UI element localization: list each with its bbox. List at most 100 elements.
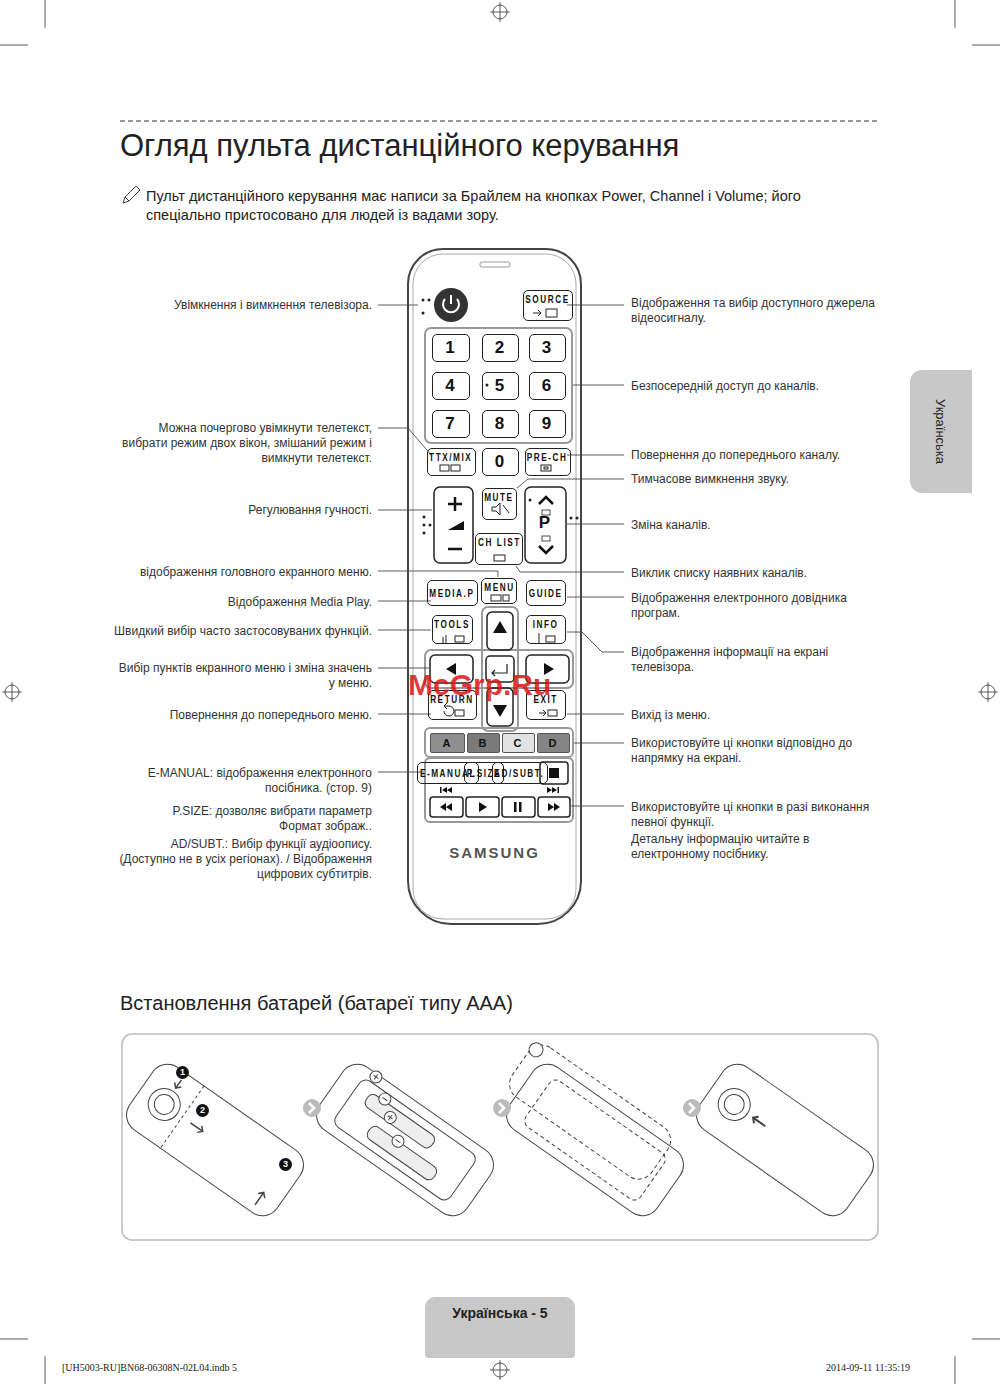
rect-shape [549,768,559,778]
g-shape [689,1057,880,1222]
g-shape [378,305,624,806]
callout-number: 2 [196,1104,209,1117]
line-shape [972,45,1000,46]
g-shape [303,1099,701,1117]
remote-button: D [537,733,570,753]
button-label: CH LIST [478,537,521,548]
callout-text: Виклик списку наявних каналів. [631,566,881,581]
g-shape [119,1057,310,1222]
line-shape [500,2,501,22]
remote-body: SAMSUNGSOURCE123456789TTX/MIX0PRE-CHMUTE… [407,248,582,925]
path-shape [539,710,546,716]
rect-shape [480,262,510,267]
line-shape [45,1356,46,1384]
rect-shape [425,328,572,443]
line-shape [378,305,418,306]
page-number-tab: Українська - 5 [425,1297,575,1358]
path-shape [443,635,446,643]
button-label: 6 [542,376,553,396]
rect-shape [689,1057,880,1222]
button-label: A [443,737,453,749]
button-label: MENU [484,582,514,593]
line-shape [988,682,989,702]
circle-shape [368,1069,385,1086]
rect-shape [499,1057,690,1222]
line-shape [0,45,28,46]
remote-button: 5 [482,372,519,400]
path-shape [448,521,464,530]
callout-text: Безпосередній доступ до каналів. [631,379,881,394]
remote-button: MUTE [482,488,517,520]
remote-button: P [527,513,564,533]
rect-shape [502,797,535,817]
callout-text: Регулювання гучності. [112,503,372,518]
callout-text: E-MANUAL: відображення електронного посі… [132,766,372,796]
rect-shape [494,555,505,561]
line-shape [567,455,624,456]
rect-shape [425,728,573,757]
remote-button: MEDIA.P [427,580,478,606]
remote-button: 3 [529,334,566,362]
callout-text: Можна почергово увімкнути телетекст, виб… [112,421,372,466]
circle-shape [526,1040,545,1059]
remote-button: A [430,733,465,753]
circle-shape [712,1082,757,1127]
remote-button: 8 [482,410,519,438]
remote-button: 9 [529,410,566,438]
button-label: AD/SUBT. [494,768,544,779]
rect-shape [503,595,509,601]
remote-button: AD/SUBT. [492,762,548,784]
path-shape [396,1140,401,1143]
circle-shape [423,524,426,527]
path-shape [479,802,487,812]
circle-shape [142,1082,187,1127]
path-shape [539,497,553,504]
rect-shape [119,1057,310,1222]
rect-shape [455,710,464,716]
rect-shape [514,802,517,812]
callout-number: 1 [176,1066,189,1079]
callout-text: AD/SUBT.: Вибір функції аудіоопису. (Дос… [112,837,372,882]
callout-text: Повернення до попереднього меню. [112,708,372,723]
button-label: INFO [533,619,559,630]
path-shape [493,621,507,633]
remote-button: C [502,733,535,753]
g-shape [309,1055,502,1223]
circle-shape [422,299,425,302]
remote-button: SOURCE [523,290,573,321]
circle-shape [720,1091,748,1119]
watermark: McGrp.Ru [408,668,598,702]
circle-shape [428,299,431,302]
path-shape [372,1073,380,1081]
button-label: D [549,737,559,749]
callout-text: Відображення електронного довідника прог… [631,591,881,621]
path-shape [309,1103,314,1113]
remote-button: PRE-CH [525,448,571,476]
button-label: P [539,513,552,533]
line-shape [12,682,13,702]
callout-text: Відображення інформації на екрані телеві… [631,645,881,675]
polyline-shape [567,632,624,652]
path-shape [188,1120,205,1135]
callout-text: Детальну інформацію читайте в електронно… [631,832,881,862]
print-mark: 2014-09-11 11:35:19 [826,1362,986,1374]
circle-shape [434,288,468,322]
callout-text: Швидкий вибір часто застосовуваних функц… [112,624,372,639]
button-label: GUIDE [529,588,563,599]
rect-shape [413,254,576,919]
button-label: 0 [495,452,506,472]
language-tab: Українська [910,370,972,493]
circle-shape [376,1091,393,1108]
remote-button: 2 [482,334,519,362]
rect-shape [332,1077,479,1203]
print-mark: [UH5003-RU]BN68-06308N-02L04.indb 5 [62,1362,362,1374]
path-shape [444,703,454,716]
circle-shape [493,1099,511,1117]
path-shape [493,705,507,717]
polyline-shape [378,571,498,577]
callout-text: Тимчасове вимкнення звуку. [631,472,881,487]
rect-shape [430,797,463,817]
line-shape [0,1339,28,1340]
